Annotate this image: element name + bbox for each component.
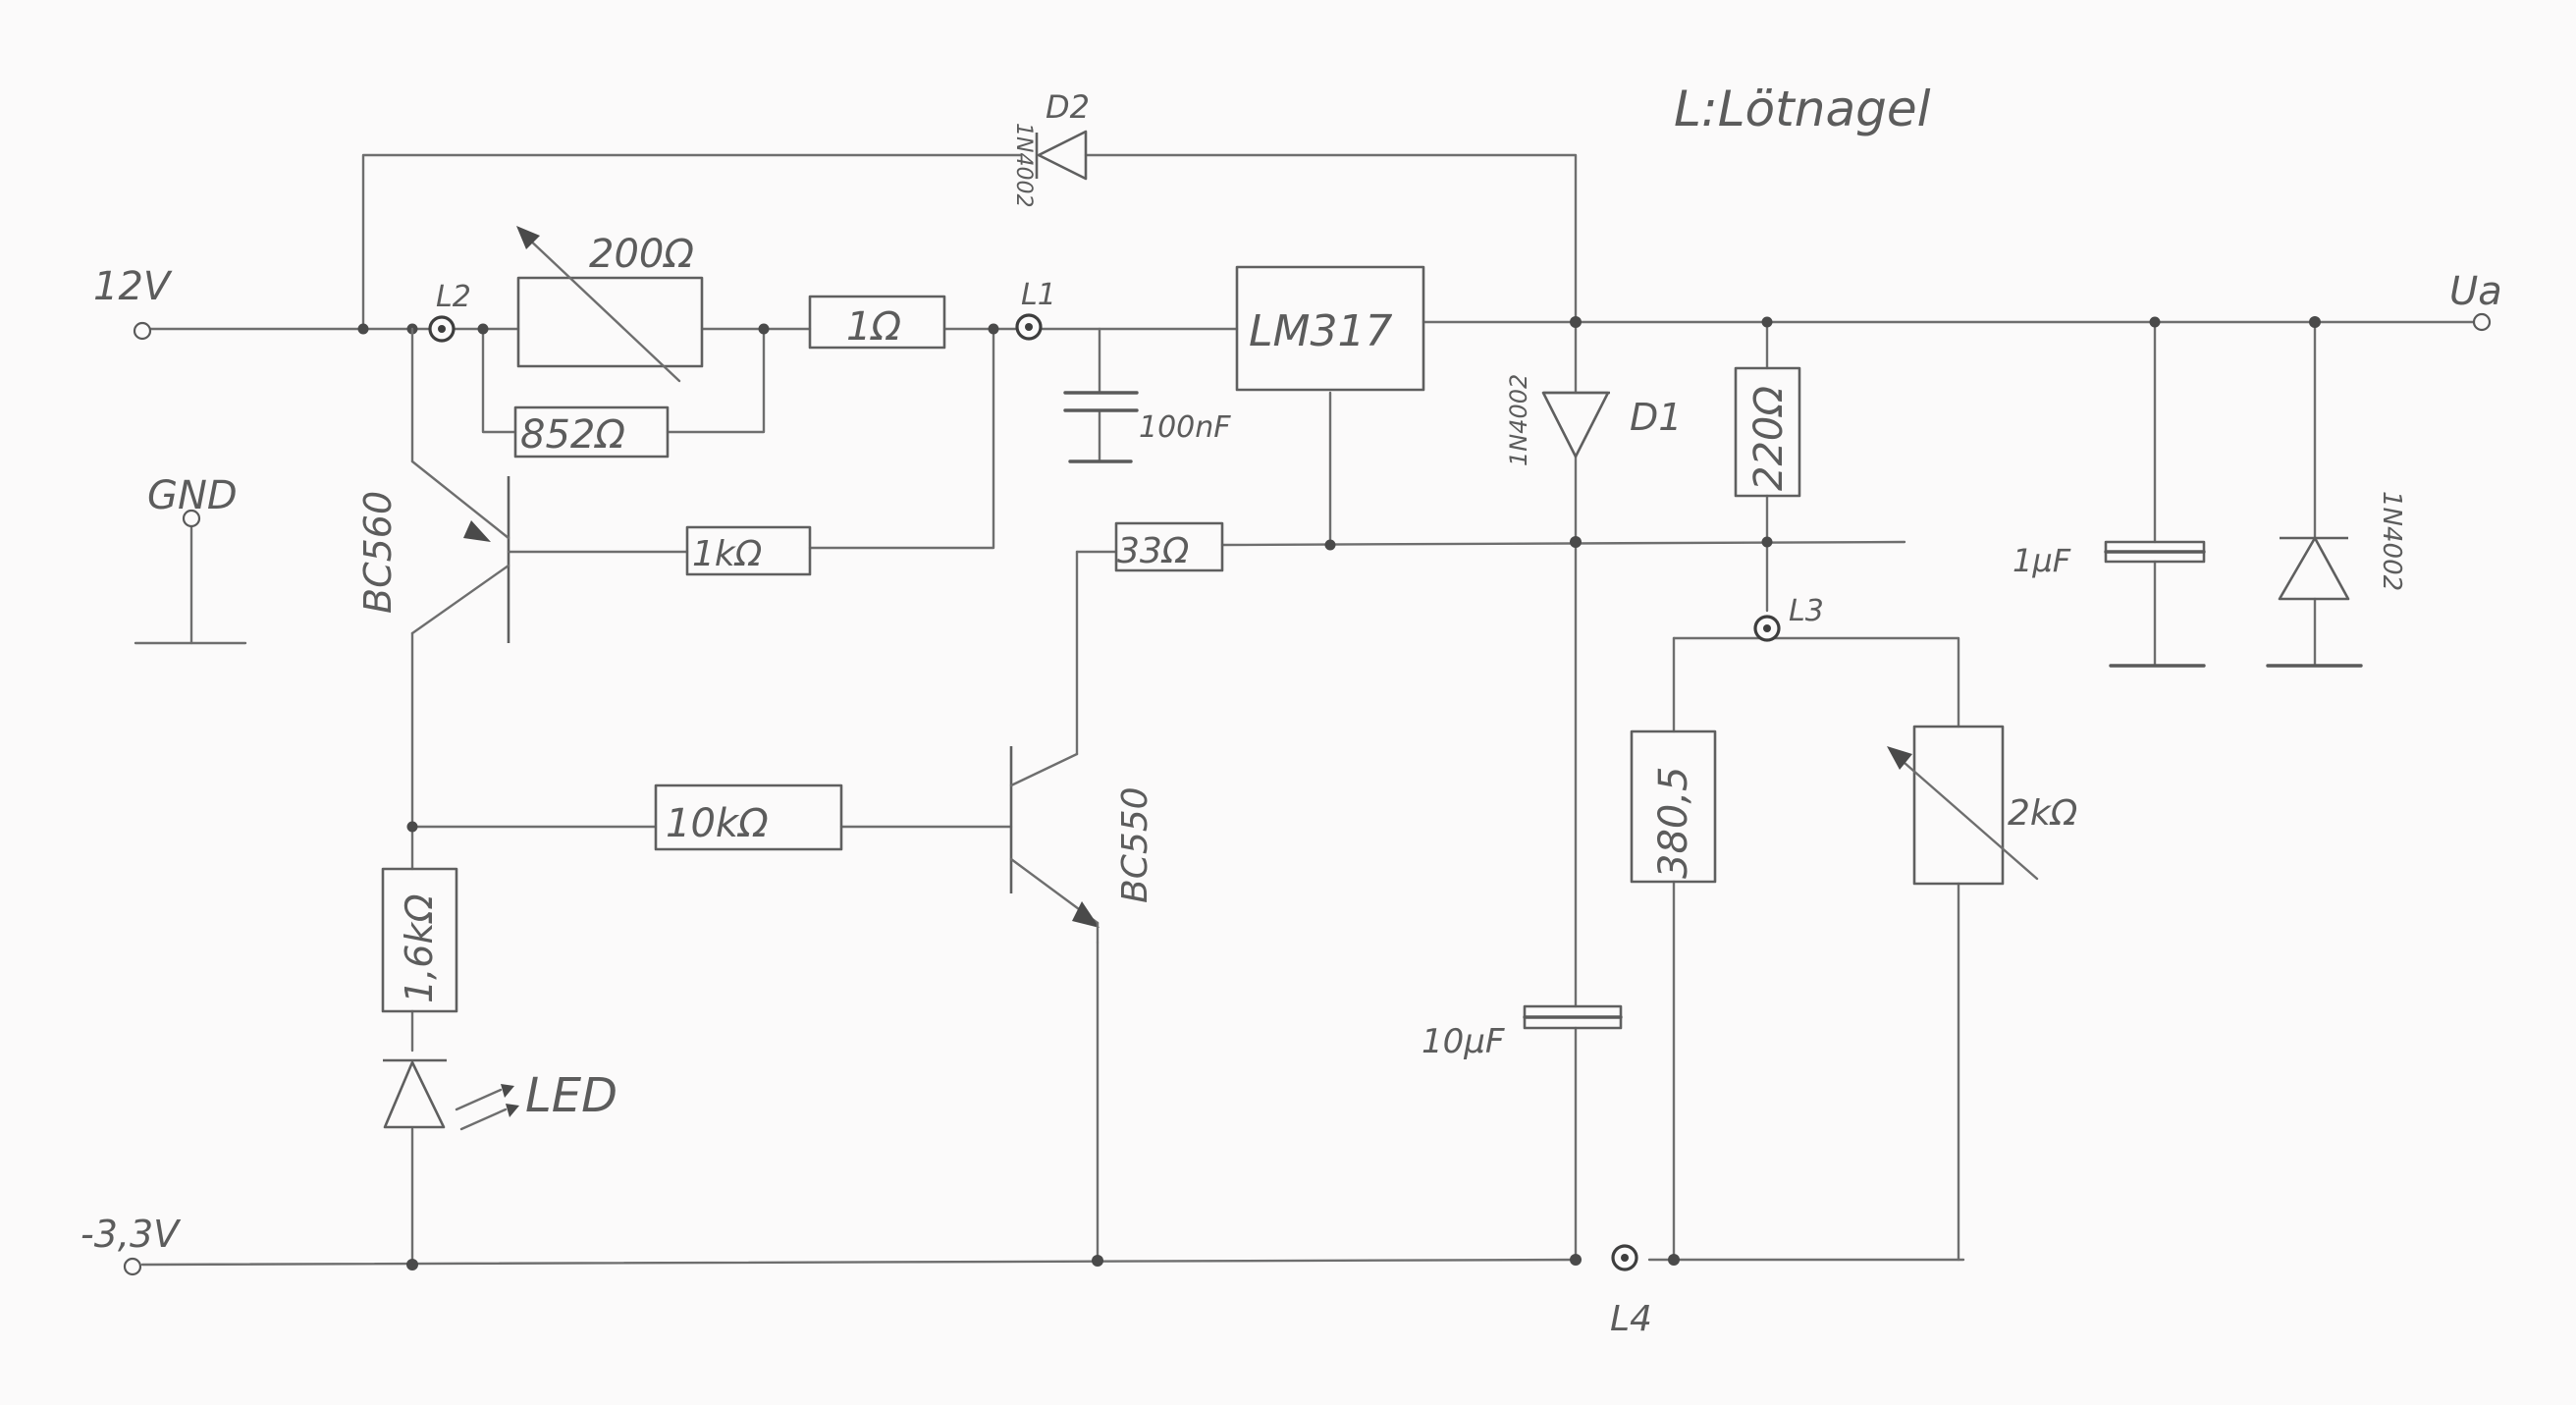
resistor-2k-potentiometer: 2kΩ bbox=[1887, 725, 2078, 886]
terminal-12v: 12V bbox=[93, 264, 173, 341]
svg-text:10μF: 10μF bbox=[1422, 1022, 1505, 1061]
capacitor-100nf: 100nF bbox=[1063, 391, 1231, 463]
capacitor-10uf: 10μF bbox=[1422, 1004, 1623, 1061]
diode-d1: D1 1N4002 bbox=[1505, 374, 1682, 466]
capacitor-1uf: 1μF bbox=[2012, 540, 2206, 668]
svg-text:L4: L4 bbox=[1610, 1299, 1652, 1339]
svg-text:33Ω: 33Ω bbox=[1117, 531, 1190, 571]
svg-text:12V: 12V bbox=[93, 264, 173, 309]
legend-title: L:Lötnagel bbox=[1674, 81, 1931, 137]
svg-text:Ua: Ua bbox=[2449, 269, 2502, 314]
nail-l4: L4 bbox=[1610, 1244, 1652, 1339]
svg-text:1μF: 1μF bbox=[2012, 542, 2071, 579]
svg-text:1N4002: 1N4002 bbox=[1505, 374, 1532, 466]
svg-text:10kΩ: 10kΩ bbox=[666, 801, 769, 846]
svg-text:BC550: BC550 bbox=[1115, 786, 1155, 903]
nail-l3: L3 bbox=[1753, 594, 1824, 642]
svg-text:LM317: LM317 bbox=[1249, 306, 1392, 356]
svg-text:380,5: 380,5 bbox=[1651, 766, 1696, 879]
resistor-380-5: 380,5 bbox=[1630, 730, 1717, 884]
svg-text:L3: L3 bbox=[1789, 594, 1824, 628]
lm317-regulator: LM317 bbox=[1235, 265, 1425, 392]
resistor-200-potentiometer: 200Ω bbox=[516, 226, 704, 383]
svg-text:D2: D2 bbox=[1046, 88, 1090, 126]
svg-text:1,6kΩ: 1,6kΩ bbox=[398, 894, 441, 1003]
svg-text:2kΩ: 2kΩ bbox=[2008, 793, 2078, 834]
svg-text:1N4002: 1N4002 bbox=[1011, 123, 1036, 207]
svg-text:GND: GND bbox=[147, 473, 238, 518]
resistor-1k: 1kΩ bbox=[685, 525, 812, 576]
svg-text:1kΩ: 1kΩ bbox=[692, 534, 763, 574]
svg-text:1Ω: 1Ω bbox=[846, 304, 901, 350]
svg-text:-3,3V: -3,3V bbox=[80, 1213, 182, 1256]
transistor-bc550: BC550 bbox=[1009, 746, 1155, 945]
resistor-852-ohm: 852Ω bbox=[513, 405, 670, 459]
svg-text:L1: L1 bbox=[1021, 278, 1056, 312]
svg-text:D1: D1 bbox=[1630, 396, 1682, 439]
resistor-1-6k: 1,6kΩ bbox=[381, 867, 458, 1013]
resistor-1-ohm: 1Ω bbox=[808, 295, 946, 350]
nail-l2: L2 bbox=[428, 280, 471, 343]
svg-text:BC560: BC560 bbox=[356, 491, 400, 614]
svg-text:200Ω: 200Ω bbox=[589, 232, 694, 277]
nail-l1: L1 bbox=[1015, 278, 1056, 341]
terminal-output: Ua bbox=[2449, 269, 2502, 332]
resistor-33-ohm: 33Ω bbox=[1114, 521, 1224, 572]
diode-d2: D2 1N4002 bbox=[1011, 88, 1090, 207]
terminal-negative: -3,3V bbox=[80, 1213, 182, 1276]
svg-text:1N4002: 1N4002 bbox=[2377, 491, 2406, 591]
transistor-bc560: BC560 bbox=[356, 327, 510, 643]
resistor-10k: 10kΩ bbox=[654, 784, 843, 851]
svg-text:220Ω: 220Ω bbox=[1746, 386, 1792, 491]
svg-text:LED: LED bbox=[525, 1068, 617, 1123]
wires bbox=[134, 153, 2476, 1267]
junction-dots bbox=[357, 316, 2321, 1270]
diode-output-protection: 1N4002 bbox=[2266, 491, 2406, 668]
svg-text:L2: L2 bbox=[436, 280, 471, 314]
terminal-gnd: GND bbox=[147, 473, 238, 528]
svg-text:852Ω: 852Ω bbox=[520, 412, 625, 458]
svg-text:100nF: 100nF bbox=[1139, 410, 1231, 445]
resistor-220-ohm: 220Ω bbox=[1734, 366, 1801, 498]
led-indicator: LED bbox=[383, 1058, 617, 1131]
